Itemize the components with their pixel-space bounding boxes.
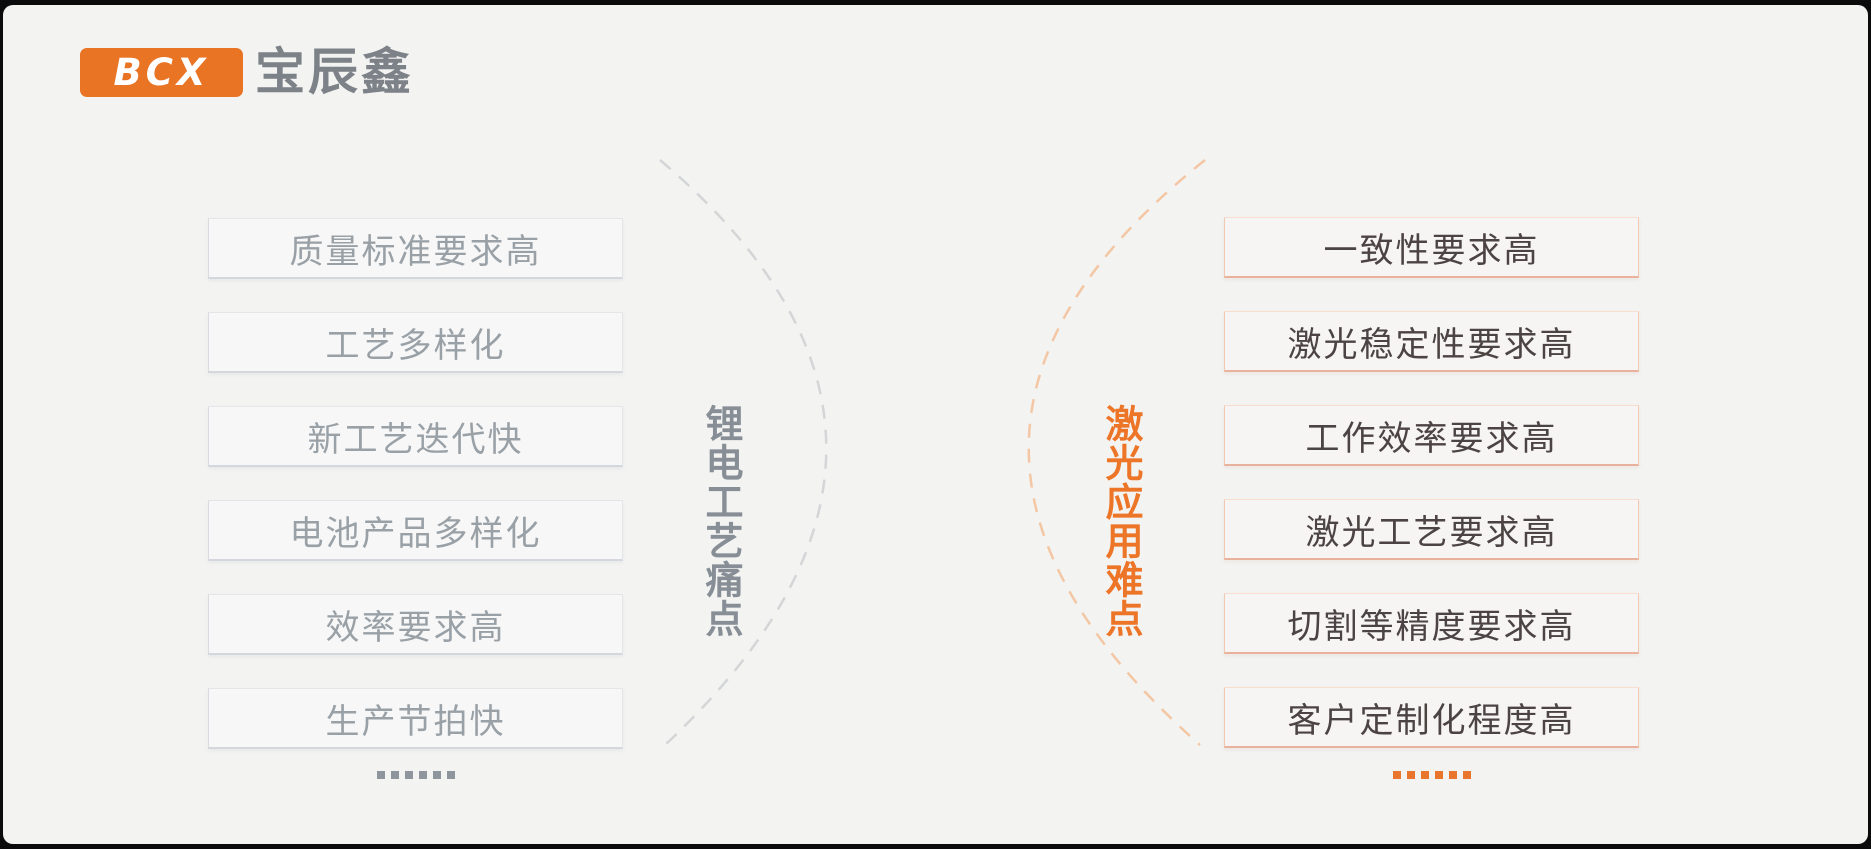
slide-canvas: BCX 宝辰鑫 质量标准要求高 工艺多样化 新工艺迭代快 电池产品多样化 效率要…: [3, 5, 1868, 844]
right-section-title: 激光应用难点: [1099, 404, 1143, 638]
pain-point-item: 效率要求高: [208, 594, 623, 655]
pain-point-item: 电池产品多样化: [208, 500, 623, 561]
difficulty-item: 激光工艺要求高: [1224, 499, 1639, 560]
logo-abbr: BCX: [113, 50, 210, 94]
left-ellipsis-dots: [208, 771, 623, 779]
pain-point-item: 工艺多样化: [208, 312, 623, 373]
right-difficulties-list: 一致性要求高 激光稳定性要求高 工作效率要求高 激光工艺要求高 切割等精度要求高…: [1224, 217, 1639, 781]
logo-company-name: 宝辰鑫: [255, 43, 414, 101]
difficulty-item: 激光稳定性要求高: [1224, 311, 1639, 372]
difficulty-item: 一致性要求高: [1224, 217, 1639, 278]
logo-badge-icon: BCX: [80, 47, 243, 97]
company-logo: BCX 宝辰鑫: [80, 47, 414, 97]
pain-point-item: 质量标准要求高: [208, 218, 623, 279]
difficulty-item: 工作效率要求高: [1224, 405, 1639, 466]
left-pain-points-list: 质量标准要求高 工艺多样化 新工艺迭代快 电池产品多样化 效率要求高 生产节拍快: [208, 218, 623, 782]
right-ellipsis-dots: [1224, 771, 1639, 779]
left-dashed-arc: [659, 159, 828, 746]
pain-point-item: 新工艺迭代快: [208, 406, 623, 467]
difficulty-item: 客户定制化程度高: [1224, 687, 1639, 748]
pain-point-item: 生产节拍快: [208, 688, 623, 749]
difficulty-item: 切割等精度要求高: [1224, 593, 1639, 654]
left-section-title: 锂电工艺痛点: [699, 404, 743, 638]
